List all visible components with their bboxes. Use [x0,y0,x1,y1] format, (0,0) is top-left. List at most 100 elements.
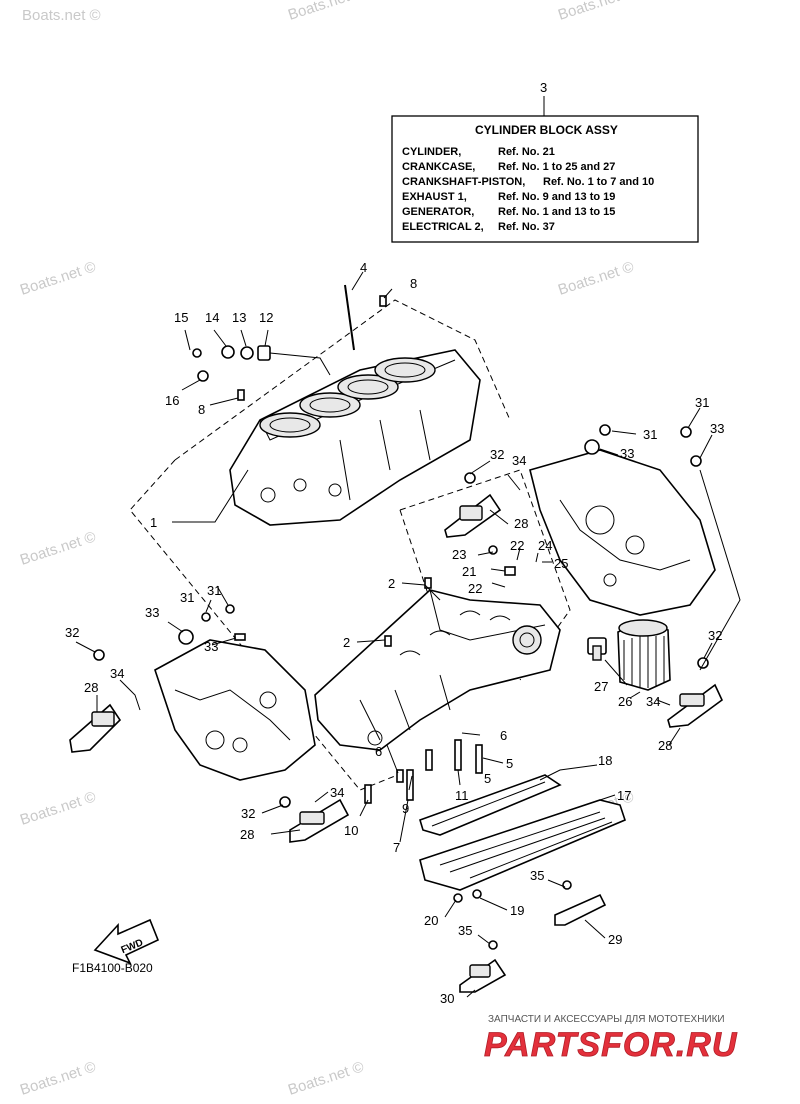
shop-banner: ЗАПЧАСТИ И АКСЕССУАРЫ ДЛЯ МОТОТЕХНИКИ PA… [484,1014,738,1064]
callout-number: 34 [512,453,526,468]
callout-number: 27 [594,679,608,694]
assembly-row-ref: Ref. No. 21 [498,146,555,158]
watermark: Boats.net © [18,1058,98,1098]
assembly-outlines [129,299,571,791]
callout-number: 32 [241,806,255,821]
engine-mount-right-upper [444,493,502,538]
callout-number: 33 [145,605,159,620]
callout-number: 9 [402,801,409,816]
assembly-row-name: CRANKCASE, [402,161,475,173]
callout-number: 17 [617,788,631,803]
callout-number: 11 [455,788,469,803]
callout-number: 25 [554,556,568,571]
cover-right [529,449,716,616]
callout-number: 7 [393,840,400,855]
callout-number: 32 [65,625,79,640]
callout-number: 1 [150,515,157,530]
callout-labels: 1 2 2 4 5 5 6 6 7 8 8 9 10 11 12 13 14 1… [65,260,724,1006]
fwd-arrow-icon: FWD [93,918,160,965]
callout-number: 6 [500,728,507,743]
assembly-row-name: GENERATOR, [402,206,474,218]
callout-number: 28 [240,827,254,842]
callout-number: 34 [110,666,124,681]
callout-number: 31 [180,590,194,605]
assembly-row-ref: Ref. No. 1 to 7 and 10 [543,176,654,188]
callout-number: 31 [643,427,657,442]
shop-logo: PARTSFOR.RU [484,1026,738,1064]
engine-mount-front [289,798,350,843]
callout-number: 20 [424,913,438,928]
callout-number: 21 [462,564,476,579]
generator-cover-left [154,639,316,781]
callout-number: 35 [530,868,544,883]
callout-number: 24 [538,538,552,553]
callout-number: 33 [710,421,724,436]
assembly-row-name: CYLINDER, [402,146,461,158]
callout-number: 32 [490,447,504,462]
callout-number: 6 [375,744,382,759]
callout-number: 31 [695,395,709,410]
oil-pressure-sensor [587,637,607,661]
assembly-row-ref: Ref. No. 37 [498,221,555,233]
engine-mount-left [69,703,122,753]
callout-number: 5 [484,771,491,786]
callout-number: 12 [259,310,273,325]
callout-number: 4 [360,260,367,275]
callout-number: 34 [330,785,344,800]
callout-number: 10 [344,823,358,838]
callout-number: 14 [205,310,219,325]
assembly-row-name: ELECTRICAL 2, [402,221,484,233]
callout-number: 31 [207,583,221,598]
callout-number: 8 [410,276,417,291]
callout-number: 2 [343,635,350,650]
watermark: Boats.net © [286,1058,366,1098]
watermark: Boats.net © [18,788,98,828]
callout-number: 19 [510,903,524,918]
crankcase [314,589,561,751]
watermark: Boats.net © [286,0,366,24]
leader-lines [75,271,741,998]
assembly-rows: CYLINDER, Ref. No. 21 CRANKCASE, Ref. No… [402,146,654,233]
assembly-row-name: CRANKSHAFT-PISTON, [402,176,525,188]
callout-number: 33 [620,446,634,461]
assembly-title: CYLINDER BLOCK ASSY [475,123,618,137]
callout-number: 5 [506,756,513,771]
callout-number: 23 [452,547,466,562]
callout-number: 33 [204,639,218,654]
callout-number: 16 [165,393,179,408]
callout-number: 28 [84,680,98,695]
watermark: Boats.net © [556,0,636,24]
cylinder-block [229,349,481,526]
assembly-row-ref: Ref. No. 1 and 13 to 15 [498,206,615,218]
watermark: Boats.net © [556,258,636,298]
callout-number: 35 [458,923,472,938]
diagram-code: F1B4100-B020 [72,961,153,975]
watermark: Boats.net © [18,258,98,298]
oil-filter [617,619,671,691]
callout-number: 30 [440,991,454,1006]
callout-number: 32 [708,628,722,643]
engine-mount-right-lower [667,683,724,728]
callout-number: 22 [510,538,524,553]
assembly-row-name: EXHAUST 1, [402,191,467,203]
mount-bracket-30 [459,958,507,993]
callout-number: 28 [514,516,528,531]
assembly-row-ref: Ref. No. 9 and 13 to 19 [498,191,615,203]
callout-number: 15 [174,310,188,325]
callout-number: 8 [198,402,205,417]
callout-number: 34 [646,694,660,709]
callout-number: 13 [232,310,246,325]
gasket [419,774,562,836]
callout-number: 29 [608,932,622,947]
assembly-info-box: 3 CYLINDER BLOCK ASSY CYLINDER, Ref. No.… [391,80,699,243]
callout-number: 26 [618,694,632,709]
assembly-row-ref: Ref. No. 1 to 25 and 27 [498,161,615,173]
watermark: Boats.net © [22,7,101,24]
shop-tagline: ЗАПЧАСТИ И АКСЕССУАРЫ ДЛЯ МОТОТЕХНИКИ [488,1014,725,1025]
watermark: Boats.net © [18,528,98,568]
callout-number: 22 [468,581,482,596]
callout-number: 2 [388,576,395,591]
callout-number: 28 [658,738,672,753]
mount-bracket-29 [554,893,607,926]
